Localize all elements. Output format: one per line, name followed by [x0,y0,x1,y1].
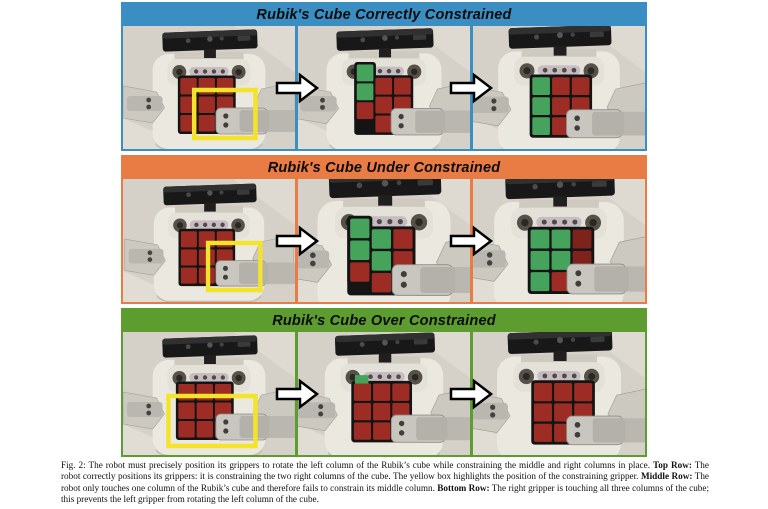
photo-strip [123,26,645,149]
caption-text: The robot correctly positions its grippe… [61,460,709,482]
row-title: Rubik's Cube Under Constrained [267,160,501,176]
caption-text: Fig. 2: The robot must precisely positio… [61,460,653,470]
photo-robot-scene-under-constrained-3 [473,179,645,302]
arrow-right-icon [274,224,320,257]
photo-robot-scene-under-constrained-1 [123,179,295,302]
arrow-right-icon [274,71,320,104]
row-title: Rubik's Cube Correctly Constrained [256,7,512,23]
photo-robot-scene-correctly-constrained-1 [123,26,295,149]
photo-strip [123,179,645,302]
row-correctly-constrained: Rubik's Cube Correctly Constrained [121,2,647,151]
photo-strip [123,332,645,455]
photo-robot-scene-over-constrained-1 [123,332,295,455]
arrow-right-icon [274,377,320,410]
caption-bold-label: Bottom Row: [437,482,490,493]
figure-caption: Fig. 2: The robot must precisely positio… [61,460,709,505]
row-title: Rubik's Cube Over Constrained [272,313,496,329]
caption-bold-label: Top Row: [653,460,692,470]
row-header-under-constrained: Rubik's Cube Under Constrained [123,157,645,179]
arrow-right-icon [448,71,494,104]
photo-robot-scene-correctly-constrained-3 [473,26,645,149]
caption-text: The robot only touches one column of the… [61,471,710,493]
figure-2: Rubik's Cube Correctly Constrained [121,2,647,461]
photo-robot-scene-over-constrained-3 [473,332,645,455]
row-header-over-constrained: Rubik's Cube Over Constrained [123,310,645,332]
arrow-right-icon [448,377,494,410]
row-under-constrained: Rubik's Cube Under Constrained [121,155,647,304]
caption-bold-label: Middle Row: [640,471,693,482]
row-over-constrained: Rubik's Cube Over Constrained [121,308,647,457]
photo-robot-scene-over-constrained-2 [298,332,470,455]
arrow-right-icon [448,224,494,257]
photo-robot-scene-under-constrained-2 [298,179,470,302]
row-header-correctly-constrained: Rubik's Cube Correctly Constrained [123,4,645,26]
caption-text: The right gripper is touching all three … [61,482,710,504]
photo-robot-scene-correctly-constrained-2 [298,26,470,149]
